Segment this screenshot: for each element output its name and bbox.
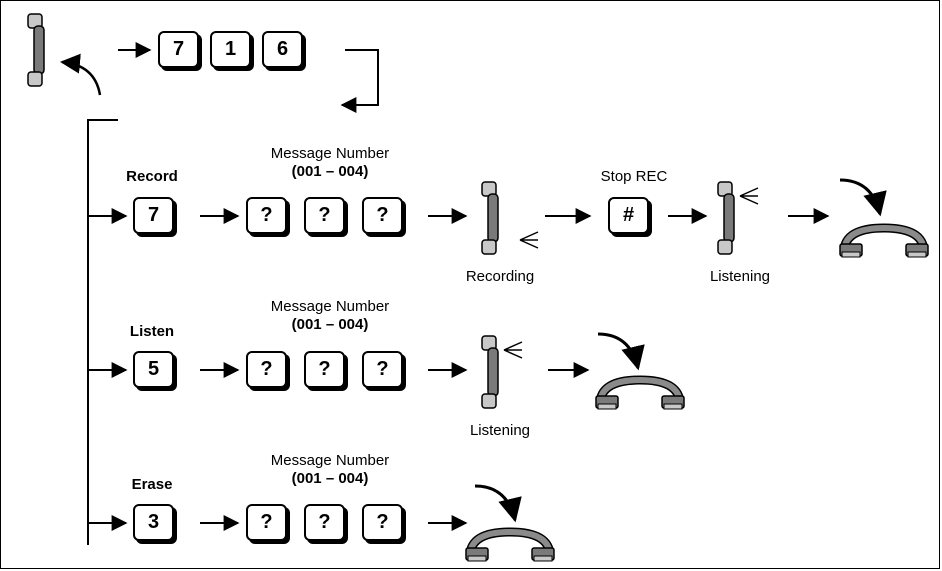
listen-msg-digit-3[interactable]: ? (362, 351, 403, 388)
recording-label: Recording (465, 268, 535, 285)
erase-msg-digit-2[interactable]: ? (304, 504, 345, 541)
hang-up-arrow-icon (597, 332, 645, 371)
handset-recording-icon (481, 181, 499, 255)
erase-msg-range: (001 – 004) (291, 470, 369, 487)
handset-listening-icon (717, 181, 735, 255)
erase-msg-digit-3[interactable]: ? (362, 504, 403, 541)
listening-waves (739, 187, 759, 205)
erase-msg-digit-1[interactable]: ? (246, 504, 287, 541)
record-msg-range: (001 – 004) (291, 163, 369, 180)
listen-key[interactable]: 5 (133, 351, 174, 388)
erase-title: Erase (131, 476, 173, 493)
hang-up-arrow-icon (839, 178, 887, 217)
listen-listening-label: Listening (469, 422, 531, 439)
pickup-arrow (60, 53, 102, 96)
stop-key[interactable]: # (608, 197, 649, 234)
record-msg-title: Message Number (270, 145, 390, 162)
record-title: Record (126, 168, 178, 185)
stop-rec-title: Stop REC (600, 168, 668, 185)
listen-msg-digit-2[interactable]: ? (304, 351, 345, 388)
listen-title: Listen (129, 323, 175, 340)
handset-listening-icon (481, 335, 499, 409)
key-1-top[interactable]: 1 (210, 31, 251, 68)
hang-up-arrow-icon (474, 484, 522, 523)
record-msg-digit-1[interactable]: ? (246, 197, 287, 234)
record-msg-digit-3[interactable]: ? (362, 197, 403, 234)
branch-bracket (87, 119, 118, 545)
handset-onhook-icon (840, 228, 928, 257)
record-msg-digit-2[interactable]: ? (304, 197, 345, 234)
listen-msg-digit-1[interactable]: ? (246, 351, 287, 388)
record-key[interactable]: 7 (133, 197, 174, 234)
return-arrow (340, 49, 379, 113)
key-7-top[interactable]: 7 (158, 31, 199, 68)
record-listening-label: Listening (709, 268, 771, 285)
handset-onhook-icon (466, 532, 554, 561)
handset-onhook-icon (596, 380, 684, 409)
recording-waves (519, 231, 539, 249)
handset-offhook-icon (27, 13, 45, 87)
erase-key[interactable]: 3 (133, 504, 174, 541)
listen-msg-range: (001 – 004) (291, 316, 369, 333)
listen-msg-title: Message Number (270, 298, 390, 315)
key-6-top[interactable]: 6 (262, 31, 303, 68)
erase-msg-title: Message Number (270, 452, 390, 469)
